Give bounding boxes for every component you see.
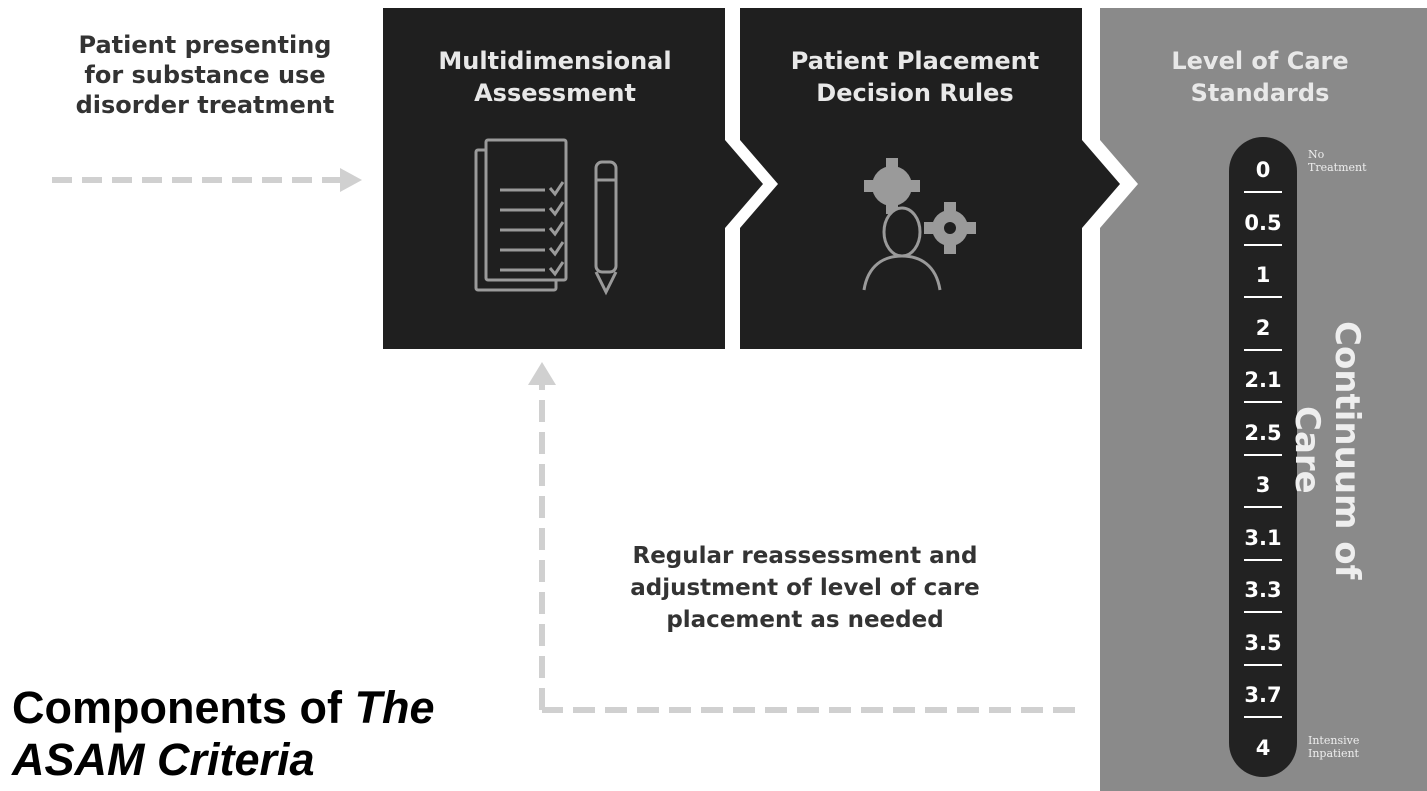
level-divider: [1244, 348, 1282, 351]
reassess-line: Regular reassessment and: [632, 543, 978, 569]
scale-note-line: Intensive: [1308, 734, 1360, 747]
intro-line: disorder treatment: [75, 91, 335, 119]
assessment-title-line: Multidimensional: [438, 47, 672, 75]
decision-rules-box: [740, 8, 1120, 349]
level-of-care-title-line: Standards: [1190, 79, 1330, 107]
level-divider: [1244, 558, 1282, 561]
level-value: 3.5: [1244, 630, 1282, 655]
intro-line: for substance use: [84, 61, 326, 89]
level-of-care-title-line: Level of Care: [1171, 47, 1349, 75]
intensive-inpatient-label: Intensive Inpatient: [1308, 734, 1408, 760]
level-value: 3.1: [1244, 525, 1282, 550]
reassessment-dashed-arrow: [528, 362, 1075, 713]
level-value: 3.7: [1244, 683, 1282, 707]
continuum-of-care-label: Continuum of Care: [1287, 320, 1367, 580]
level-divider: [1244, 663, 1282, 666]
scale-note-line: No: [1308, 148, 1325, 161]
level-of-care-title: Level of Care Standards: [1110, 45, 1410, 109]
patient-presenting-text: Patient presenting for substance use dis…: [40, 30, 370, 120]
level-divider: [1244, 453, 1282, 456]
reassessment-text: Regular reassessment and adjustment of l…: [595, 540, 1015, 636]
slide-caption: Components of The ASAM Criteria: [12, 682, 532, 786]
decision-rules-title-line: Patient Placement: [790, 47, 1040, 75]
level-divider: [1244, 506, 1282, 508]
level-value: 3: [1255, 473, 1271, 497]
decision-rules-title: Patient Placement Decision Rules: [750, 45, 1080, 109]
intake-dashed-arrow: [52, 168, 362, 192]
caption-italic: The: [354, 682, 435, 733]
reassess-line: adjustment of level of care: [630, 575, 980, 601]
level-value: 1: [1255, 263, 1271, 287]
assessment-title-line: Assessment: [474, 79, 636, 107]
assessment-box: [383, 8, 763, 349]
level-divider: [1244, 401, 1282, 403]
caption-prefix: Components of: [12, 682, 355, 733]
level-value: 3.3: [1244, 578, 1282, 602]
decision-rules-title-line: Decision Rules: [816, 79, 1014, 107]
checklist-pencil-icon: [474, 138, 618, 296]
level-divider: [1244, 243, 1282, 246]
caption-italic: ASAM Criteria: [12, 734, 315, 785]
level-value: 4: [1255, 735, 1271, 760]
assessment-title: Multidimensional Assessment: [380, 45, 730, 109]
scale-note-line: Treatment: [1308, 161, 1367, 174]
level-value: 2.5: [1244, 420, 1282, 445]
scale-note-line: Inpatient: [1308, 747, 1359, 760]
level-divider: [1244, 296, 1282, 298]
level-divider: [1244, 716, 1282, 718]
intro-line: Patient presenting: [78, 31, 332, 59]
no-treatment-label: No Treatment: [1308, 148, 1408, 174]
level-divider: [1244, 191, 1282, 193]
level-value: 0: [1255, 158, 1271, 182]
person-gears-icon: [862, 158, 976, 291]
level-divider: [1244, 611, 1282, 613]
level-value: 0.5: [1244, 210, 1282, 235]
level-value: 2: [1255, 315, 1271, 340]
level-value: 2.1: [1244, 368, 1282, 392]
reassess-line: placement as needed: [666, 607, 944, 633]
